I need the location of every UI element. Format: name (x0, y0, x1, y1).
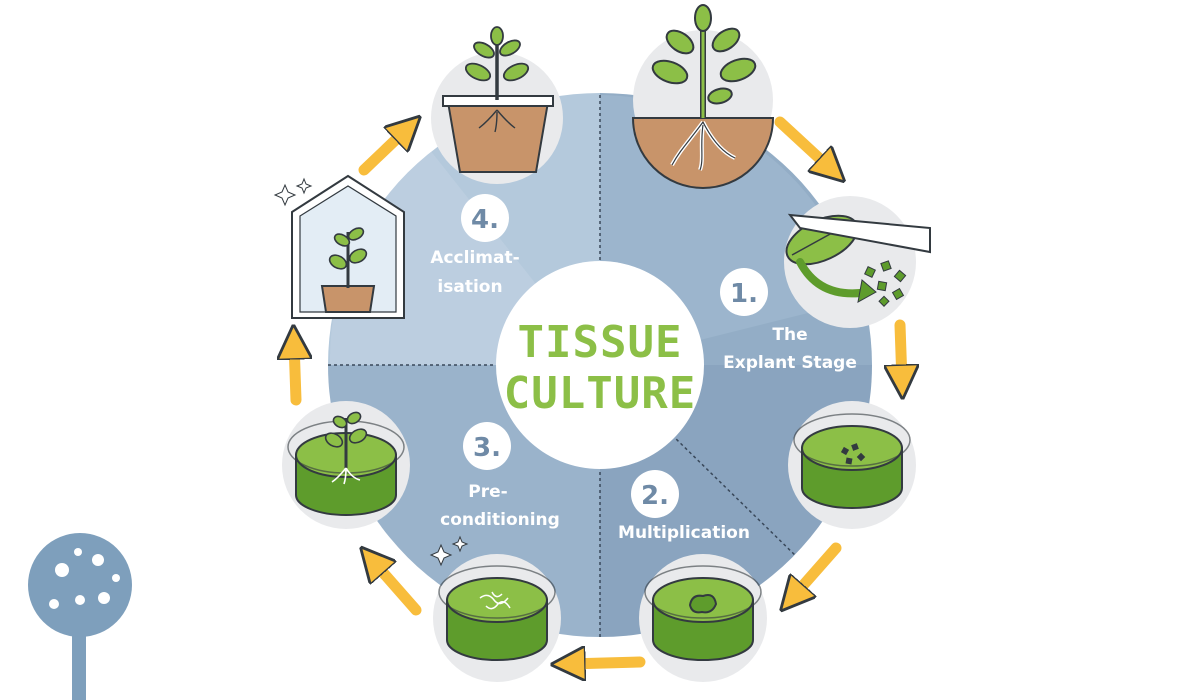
cut-leaf-icon (784, 196, 931, 328)
stage-2-label-group: 2. Multiplication (618, 470, 750, 543)
greenhouse-icon (273, 174, 405, 319)
petri-dish-plantlet-icon (282, 401, 410, 529)
arrow-5 (372, 560, 422, 616)
stage-3-label-group: 3. Pre- conditioning (440, 422, 560, 530)
petri-dish-roots-icon (429, 535, 561, 682)
stage-3-label-line-1: Pre- (468, 482, 507, 502)
stage-1-label-group: 1. The Explant Stage (720, 268, 857, 373)
potted-plant-icon (431, 26, 563, 184)
stage-1-label-line-2: Explant Stage (723, 353, 857, 373)
mother-plant-icon (631, 4, 775, 189)
stage-2-number: 2. (641, 481, 669, 511)
stage-3-number: 3. (473, 433, 501, 463)
tree-logo-icon (28, 533, 132, 700)
arrow-1 (774, 116, 832, 170)
title-line-1: TISSUE (518, 317, 683, 368)
arrow-7 (358, 128, 408, 176)
center-badge: TISSUE CULTURE (496, 261, 704, 469)
stage-3-label-line-2: conditioning (440, 510, 560, 530)
petri-dish-explants-icon (788, 401, 916, 529)
stage-4-label-line-1: Acclimat- (430, 248, 519, 268)
stage-1-number: 1. (730, 279, 758, 309)
arrow-2 (900, 319, 902, 382)
arrow-3 (792, 542, 842, 598)
stage-4-label-line-2: isation (437, 277, 502, 297)
title-line-2: CULTURE (504, 368, 696, 419)
petri-dish-callus-icon (639, 554, 767, 682)
arrow-6 (294, 342, 296, 406)
stage-1-label-line-1: The (772, 325, 807, 345)
stage-4-number: 4. (471, 205, 499, 235)
cycle-arrows (294, 122, 902, 664)
stage-4-label-group: 4. Acclimat- isation (430, 194, 520, 297)
stage-2-label-line-1: Multiplication (618, 523, 750, 543)
arrow-4 (568, 662, 646, 664)
